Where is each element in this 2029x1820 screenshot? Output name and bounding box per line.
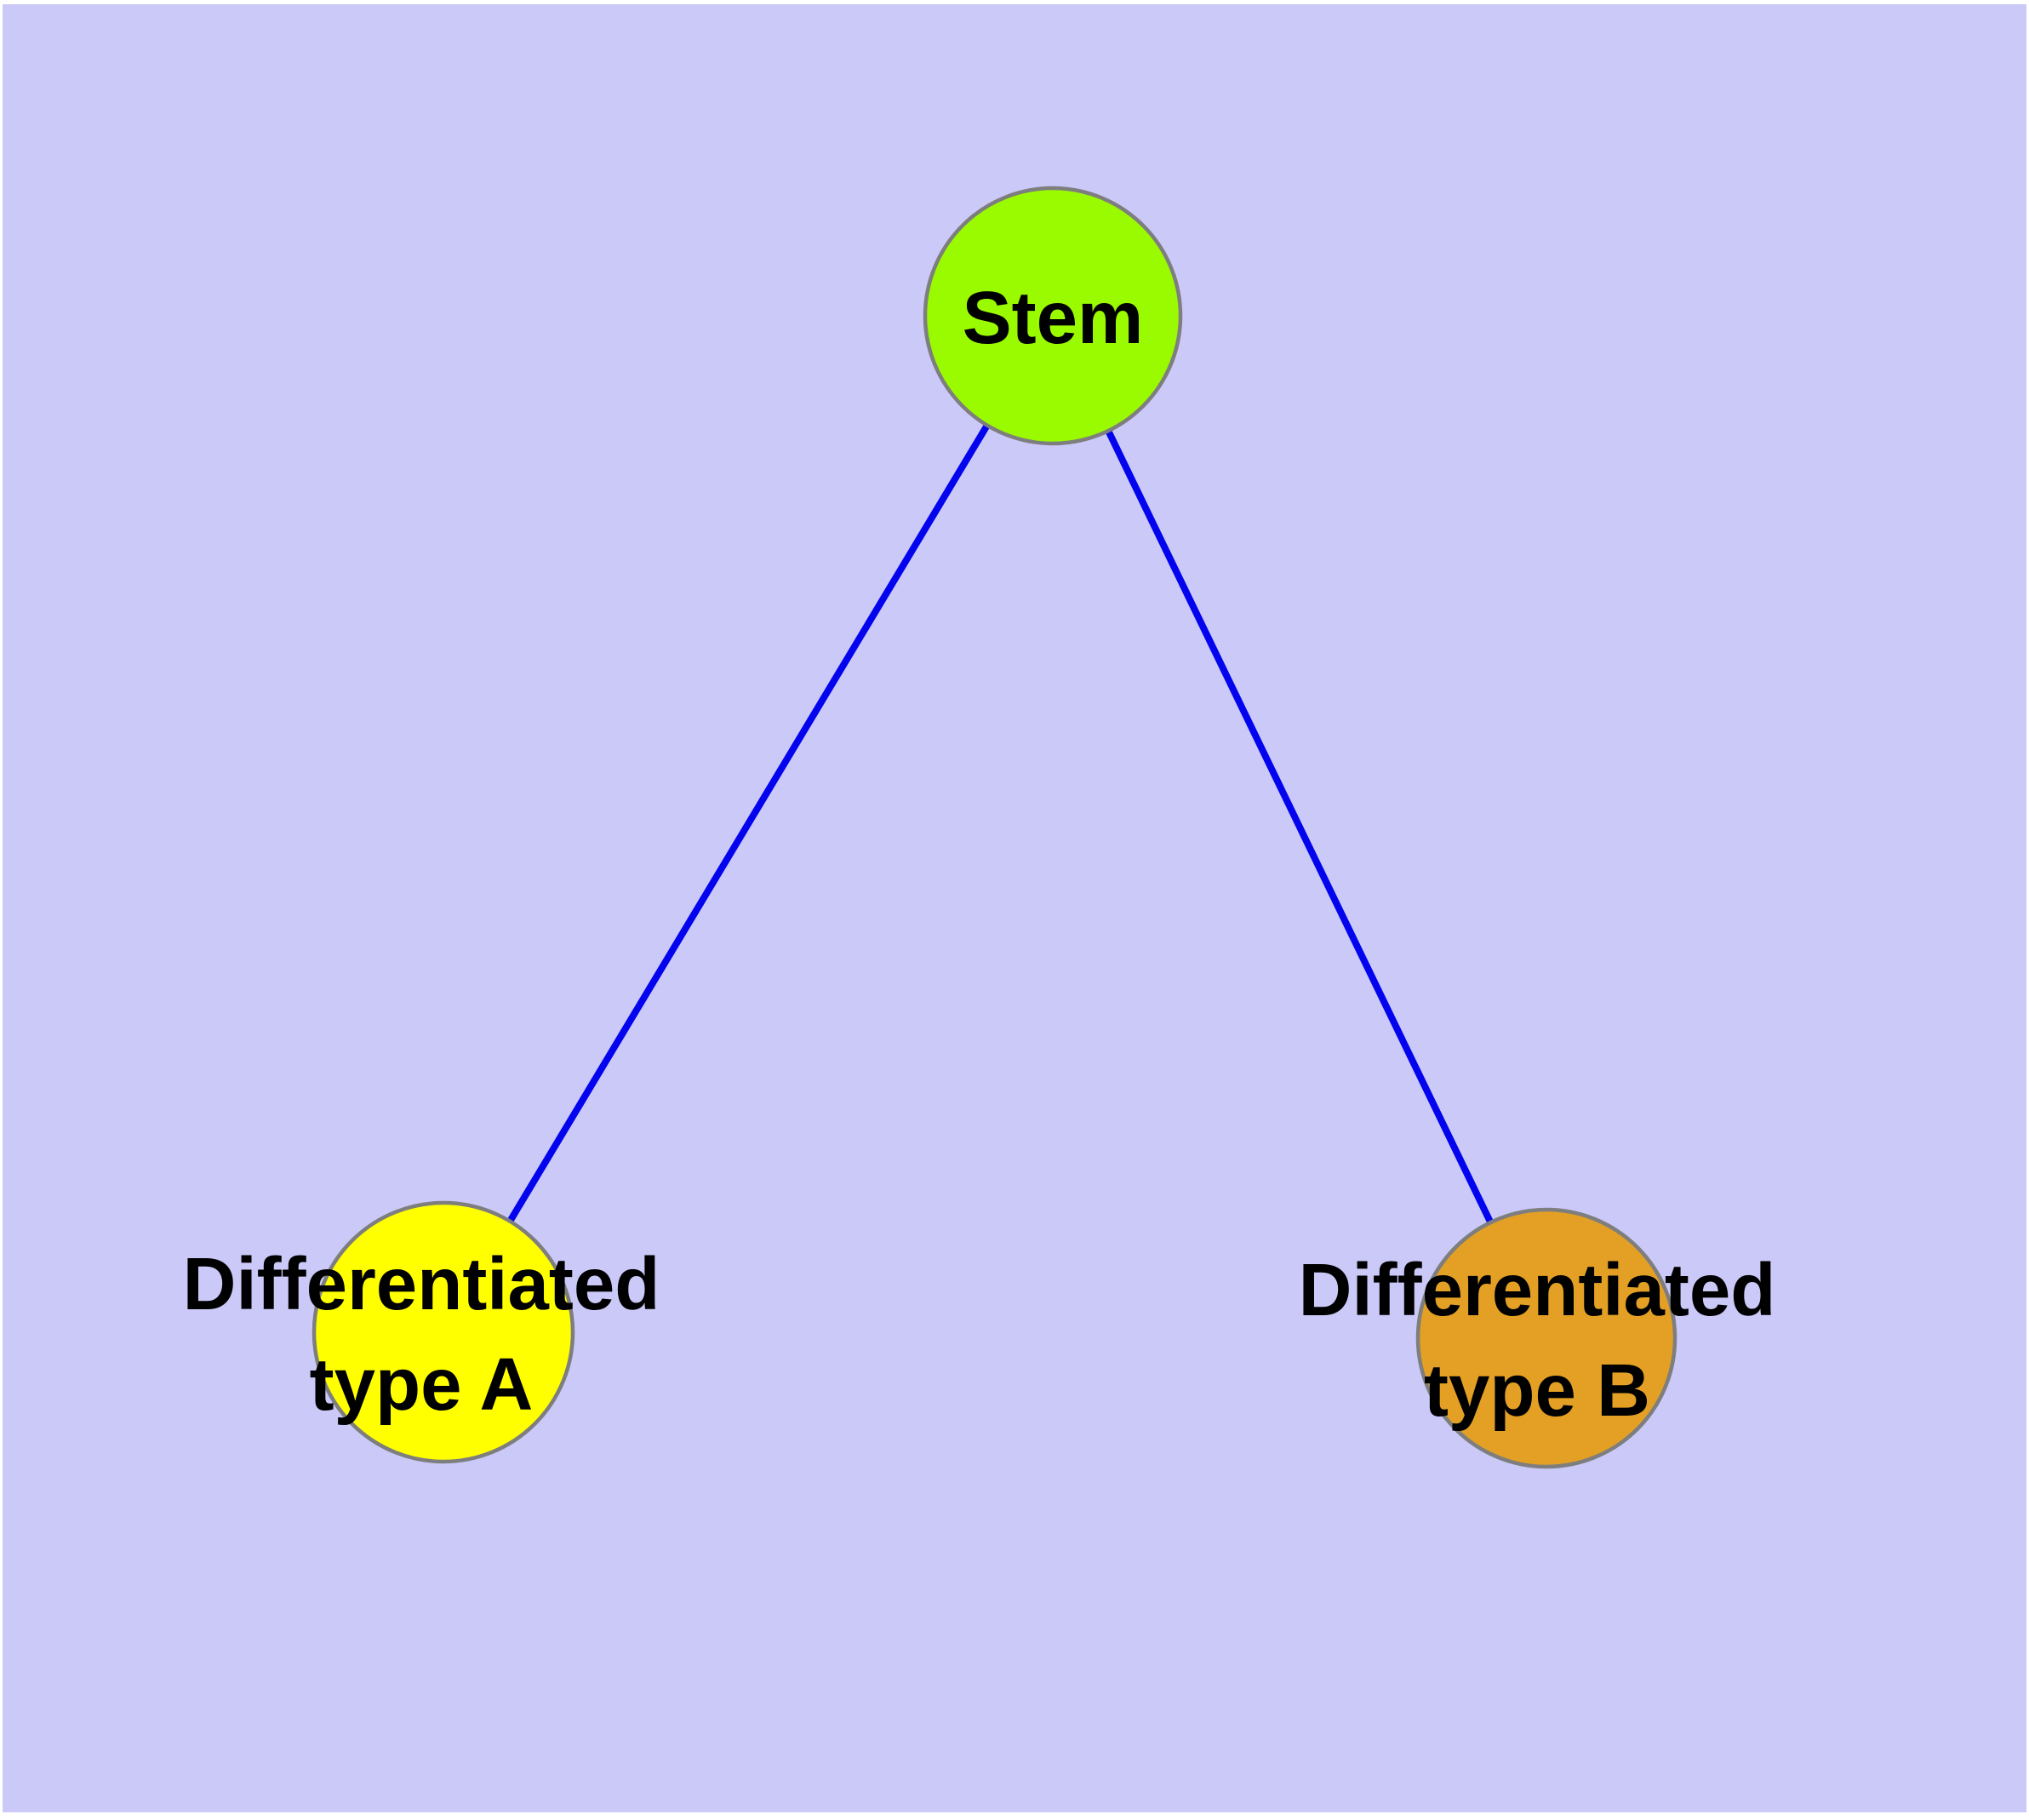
edges-layer [440, 313, 1550, 1340]
edge-stem-to-differentiated-type-b [1049, 314, 1550, 1340]
node-differentiated-type-a [311, 1200, 575, 1464]
nodes-layer [311, 186, 1677, 1469]
edge-stem-to-differentiated-type-a [440, 313, 1056, 1335]
node-stem [923, 186, 1183, 446]
node-differentiated-type-b [1415, 1207, 1677, 1469]
